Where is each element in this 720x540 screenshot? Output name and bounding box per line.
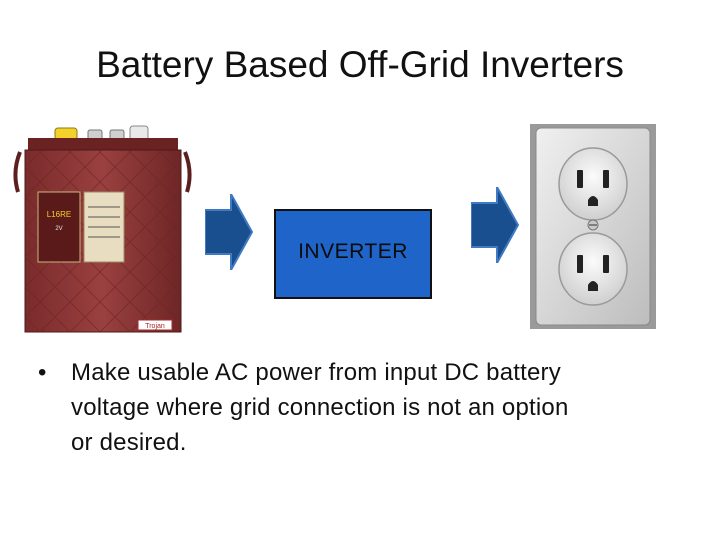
bullet-item: • Make usable AC power from input DC bat…	[38, 355, 698, 460]
arrow-right-icon	[471, 187, 519, 263]
bullet-line: or desired.	[71, 429, 187, 456]
svg-text:2V: 2V	[55, 226, 62, 232]
bullet-dot: •	[38, 359, 47, 386]
bullet-line: voltage where grid connection is not an …	[71, 394, 569, 421]
svg-text:Trojan: Trojan	[145, 323, 165, 330]
arrow-right-icon	[205, 194, 253, 270]
wall-outlet-image	[530, 124, 656, 329]
bullet-line: Make usable AC power from input DC batte…	[71, 359, 561, 386]
bullet-text-block: Make usable AC power from input DC batte…	[71, 355, 569, 460]
battery-image: L16RE 2V Trojan	[13, 125, 192, 333]
inverter-label: INVERTER	[298, 240, 408, 263]
slide-title: Battery Based Off-Grid Inverters	[96, 44, 624, 85]
svg-text:L16RE: L16RE	[47, 210, 71, 219]
bullet-list: • Make usable AC power from input DC bat…	[38, 355, 698, 460]
inverter-box: INVERTER	[274, 209, 432, 299]
